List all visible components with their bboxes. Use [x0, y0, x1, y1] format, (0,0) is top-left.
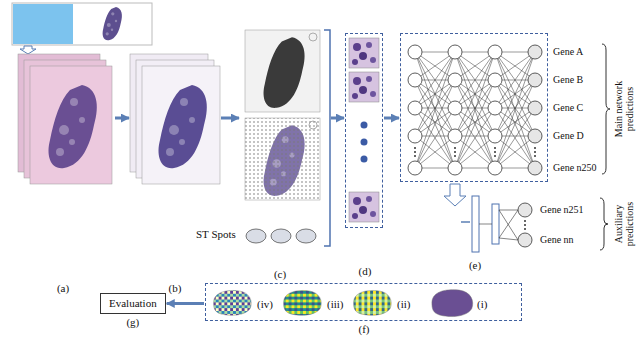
box-text: Evaluation — [109, 297, 157, 310]
neural-network — [408, 45, 542, 175]
flow-arrow — [115, 117, 129, 120]
panel: (b) — [130, 50, 220, 297]
panel-label: (e) — [469, 259, 481, 272]
panel-label: (g) — [126, 316, 139, 329]
gene-label: Gene D — [553, 130, 584, 141]
gene-label: Gene nn — [540, 234, 574, 245]
st-spot-symbols — [246, 229, 316, 243]
spot-grid-image — [245, 118, 320, 200]
normalised-image-stack — [130, 54, 220, 184]
network-frame: (e) — [400, 33, 548, 182]
bracket-caption: Main network predictions — [613, 69, 635, 149]
gene-label: Gene n250 — [553, 162, 597, 173]
grayscale-image — [245, 30, 320, 112]
process-box: Evaluation(g) — [100, 293, 166, 314]
bracket — [324, 30, 330, 246]
gene-label: Gene A — [553, 46, 583, 57]
panel: ST Spots(c) — [240, 28, 330, 282]
spot-label: ST Spots — [196, 228, 236, 241]
glass-slide — [12, 3, 152, 54]
map-label: (iv) — [257, 298, 273, 311]
patch-frame: (d) — [345, 33, 383, 228]
flow-arrow — [384, 117, 399, 120]
panel-label: (d) — [359, 265, 372, 278]
panel-label: (f) — [359, 323, 370, 336]
panel-label: (a) — [57, 282, 69, 295]
flow-arrow — [331, 117, 344, 120]
flow-arrow — [167, 302, 204, 305]
map-label: (iii) — [327, 298, 344, 311]
panel-label: (c) — [274, 268, 286, 281]
result-maps — [214, 290, 473, 317]
gene-label: Gene n251 — [540, 204, 584, 215]
gene-label: Gene B — [553, 74, 583, 85]
raw-image-stack — [18, 54, 112, 184]
bracket-caption: Auxiliary predictions — [613, 184, 635, 264]
brace — [600, 198, 608, 250]
result-frame: (iv)(iii)(ii)(i)(f) — [205, 283, 522, 321]
map-label: (ii) — [397, 298, 410, 311]
panel-label: (b) — [169, 282, 182, 295]
panel: (a) — [12, 50, 114, 297]
brace — [602, 44, 610, 174]
gene-label: Gene C — [553, 102, 583, 113]
image-patches — [349, 38, 379, 222]
map-label: (i) — [477, 298, 487, 311]
flow-arrow — [221, 117, 239, 120]
auxiliary-network — [444, 184, 532, 252]
